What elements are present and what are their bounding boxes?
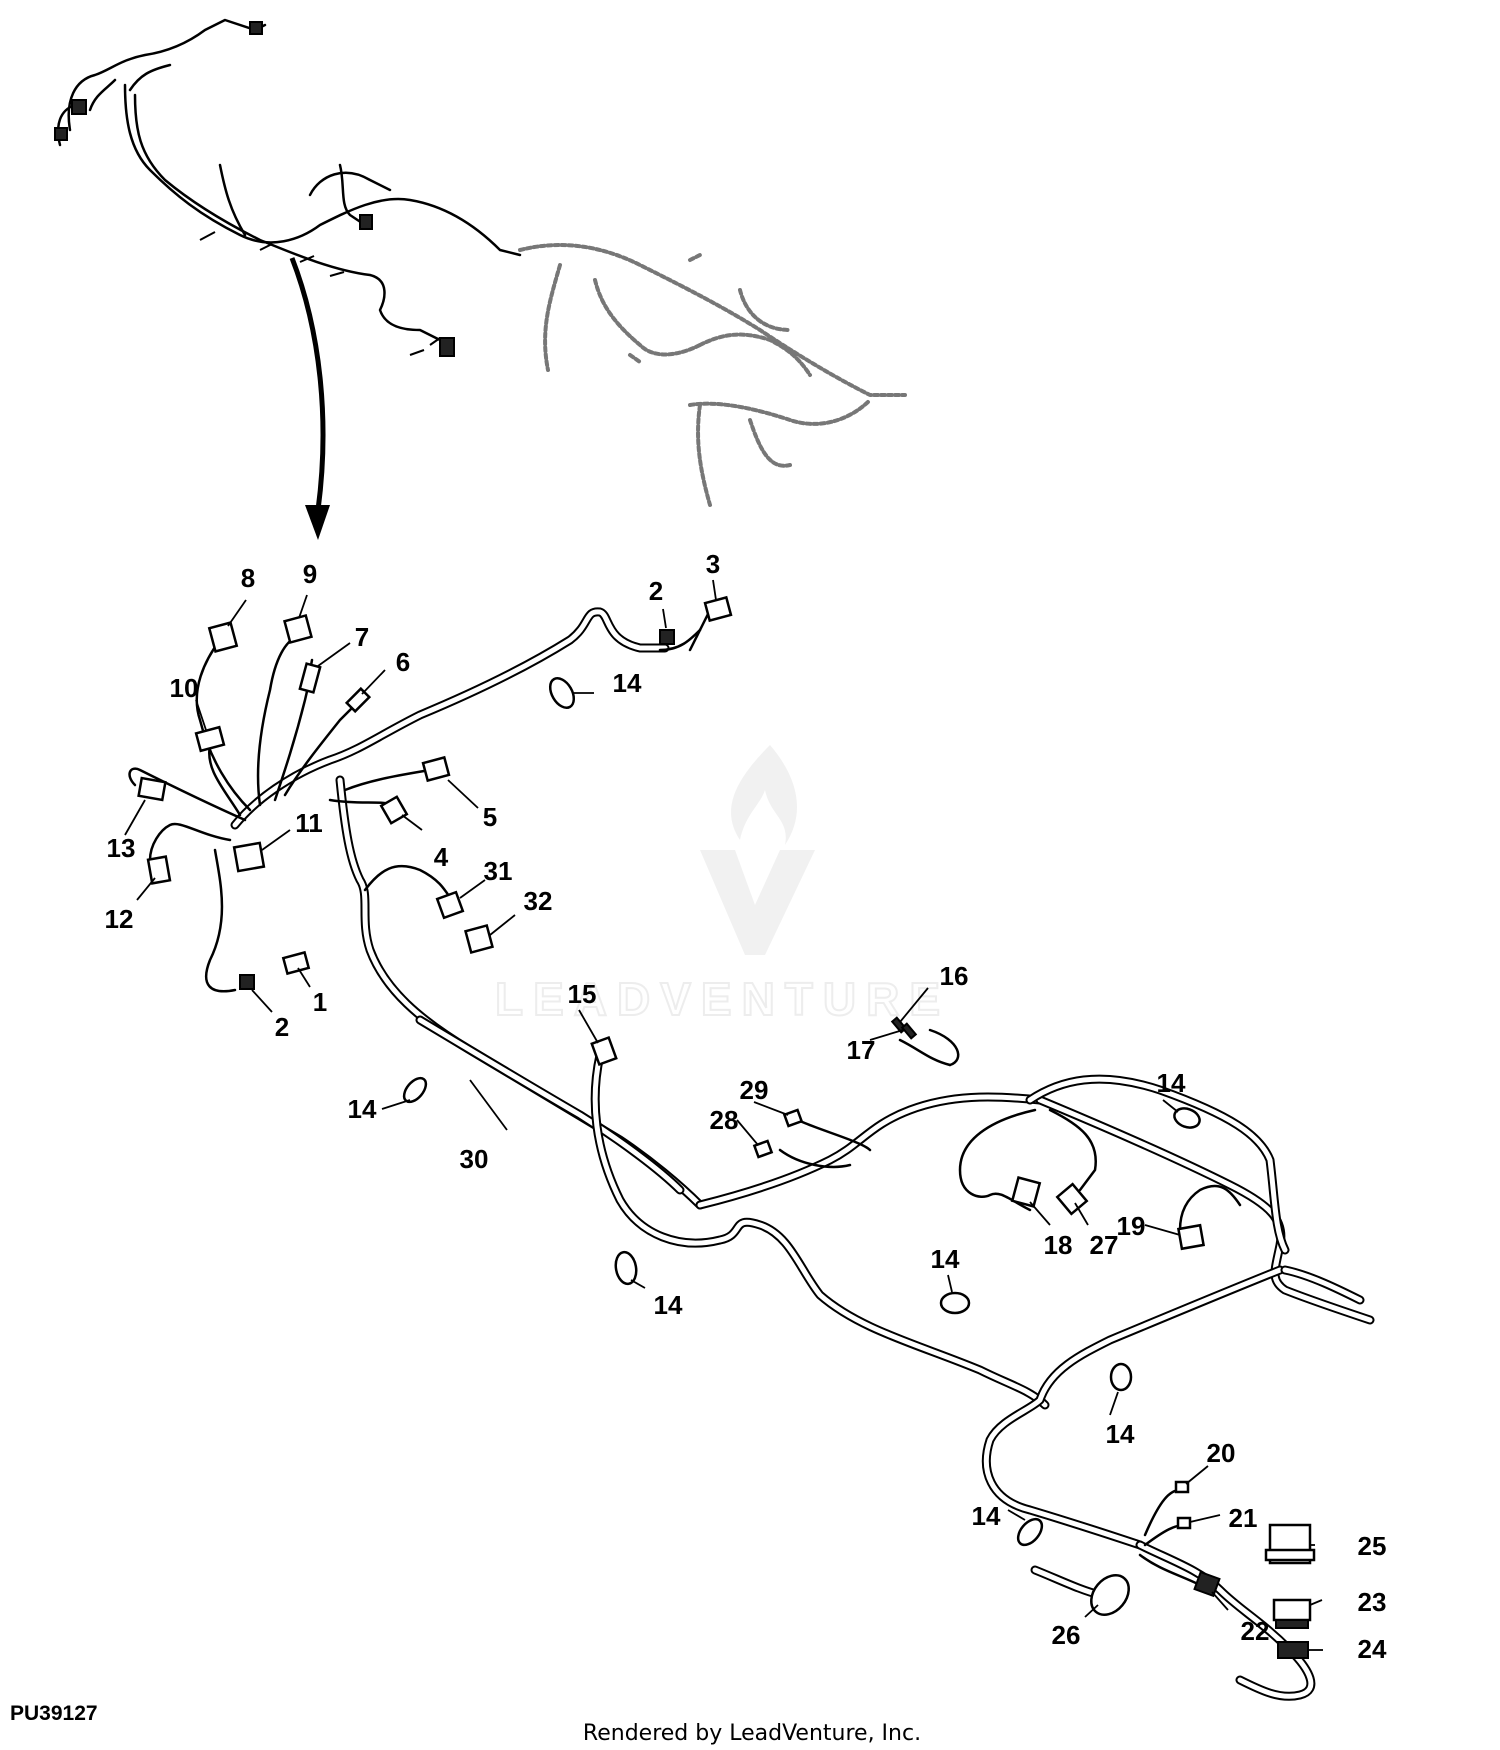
callout-2: 2 — [275, 1012, 289, 1042]
connector-29 — [782, 1108, 804, 1128]
connector-15 — [590, 1035, 618, 1067]
leader-lines — [124, 579, 1323, 1651]
callout-3: 3 — [706, 549, 720, 579]
callout-4: 4 — [434, 842, 449, 872]
callout-20: 20 — [1207, 1438, 1236, 1468]
zoom-arrow — [289, 257, 330, 540]
callout-12: 12 — [105, 904, 134, 934]
callout-24: 24 — [1358, 1634, 1387, 1664]
callout-9: 9 — [303, 559, 317, 589]
connector-1 — [281, 950, 311, 976]
callout-19: 19 — [1117, 1211, 1146, 1241]
branch-wires — [128, 608, 1242, 1587]
relay-socket-23 — [1272, 1598, 1312, 1622]
callout-14: 14 — [613, 668, 642, 698]
callout-21: 21 — [1229, 1503, 1258, 1533]
relay-25-base — [1264, 1548, 1316, 1562]
connector-19 — [1176, 1223, 1206, 1251]
render-credit: Rendered by LeadVenture, Inc. — [583, 1721, 921, 1746]
callout-14: 14 — [972, 1501, 1001, 1531]
terminal-24 — [1277, 1641, 1309, 1659]
callout-14: 14 — [1157, 1068, 1186, 1098]
connector-4 — [379, 795, 409, 825]
relay-socket-23-pins — [1275, 1619, 1309, 1629]
connector-10 — [194, 725, 226, 753]
watermark-text: LEADVENTURE — [495, 973, 950, 1025]
watermark-logo — [700, 745, 815, 955]
callout-5: 5 — [483, 802, 497, 832]
connector-20 — [1174, 1480, 1190, 1494]
callout-27: 27 — [1090, 1230, 1119, 1260]
connector-9 — [282, 613, 314, 645]
callout-14: 14 — [931, 1244, 960, 1274]
connector-13 — [137, 776, 167, 802]
callout-13: 13 — [107, 833, 136, 863]
callout-7: 7 — [355, 622, 369, 652]
callout-30: 30 — [460, 1144, 489, 1174]
connector-22 — [1193, 1570, 1221, 1598]
clip-14 — [1016, 1517, 1044, 1547]
clips — [402, 677, 1201, 1616]
connectors — [137, 595, 1221, 1598]
callout-17: 17 — [847, 1035, 876, 1065]
callout-14: 14 — [348, 1094, 377, 1124]
clip-14 — [939, 1291, 971, 1315]
callout-10: 10 — [170, 673, 199, 703]
connector-2-upper — [659, 629, 675, 645]
callout-14: 14 — [654, 1290, 683, 1320]
connector-2 — [239, 974, 255, 990]
clip-14 — [1109, 1362, 1133, 1392]
connector-12 — [146, 855, 172, 885]
callout-31: 31 — [484, 856, 513, 886]
connector-11 — [232, 841, 266, 873]
callout-32: 32 — [524, 886, 553, 916]
connector-3 — [703, 595, 733, 623]
connector-7 — [298, 662, 322, 694]
main-harness — [230, 607, 1375, 1701]
figure-id: PU39127 — [10, 1702, 98, 1725]
connector-8 — [207, 621, 239, 653]
callout-28: 28 — [710, 1105, 739, 1135]
connector-6 — [344, 686, 372, 714]
callout-16: 16 — [940, 961, 969, 991]
clip-14 — [614, 1250, 638, 1286]
callout-23: 23 — [1358, 1587, 1387, 1617]
connector-28 — [752, 1139, 774, 1159]
connector-21 — [1176, 1516, 1192, 1530]
callout-8: 8 — [241, 563, 255, 593]
callout-15: 15 — [568, 979, 597, 1009]
callout-6: 6 — [396, 647, 410, 677]
callout-14: 14 — [1106, 1419, 1135, 1449]
overview-ghost-harness — [518, 243, 907, 507]
callout-29: 29 — [740, 1075, 769, 1105]
clip-14 — [548, 677, 576, 709]
connector-31 — [435, 890, 465, 920]
connector-27 — [1055, 1182, 1089, 1216]
relay-assembly — [1264, 1523, 1316, 1659]
clip-14 — [1173, 1107, 1201, 1129]
connector-32 — [463, 923, 495, 955]
callout-2-upper: 2 — [649, 576, 663, 606]
callout-25: 25 — [1358, 1531, 1387, 1561]
connector-18 — [1010, 1176, 1042, 1208]
callout-1: 1 — [313, 987, 327, 1017]
connector-5 — [421, 755, 451, 783]
grommet-26 — [1090, 1574, 1130, 1616]
callout-11: 11 — [295, 808, 323, 838]
callout-labels: 1 2 2 3 4 5 6 7 8 9 10 11 12 13 14 14 14… — [105, 549, 1387, 1664]
callout-22: 22 — [1241, 1616, 1270, 1646]
callout-18: 18 — [1044, 1230, 1073, 1260]
connector-17 — [900, 1022, 918, 1040]
overview-harness — [54, 18, 522, 357]
callout-26: 26 — [1052, 1620, 1081, 1650]
